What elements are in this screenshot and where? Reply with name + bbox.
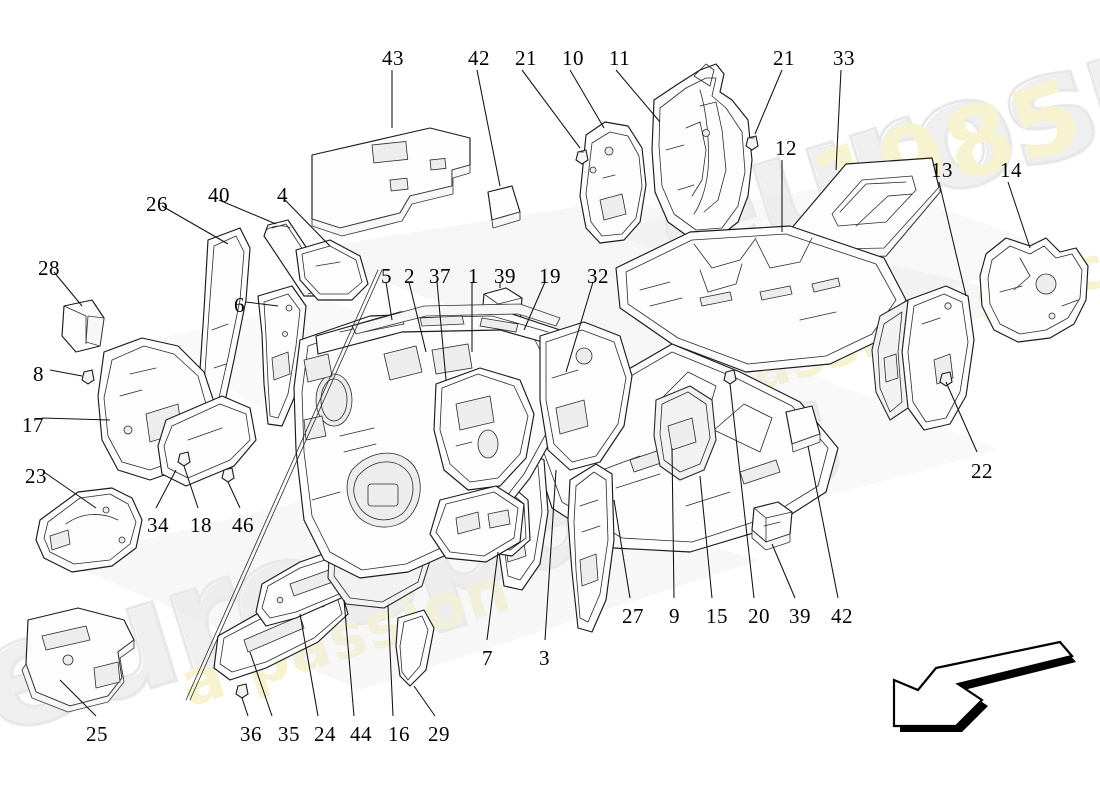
part-14-rear-wheelhouse xyxy=(979,237,1089,343)
leader-lines xyxy=(41,69,1031,717)
part-25-lower-left-mat xyxy=(21,607,135,713)
part-28-wedge-block-left xyxy=(61,299,105,353)
callout-10[interactable]: 10 xyxy=(562,46,584,70)
callout-14[interactable]: 14 xyxy=(1000,158,1022,182)
part-36-clip xyxy=(235,683,249,699)
part-12-center-floor-panel xyxy=(615,225,907,373)
part-5-guide-rod-edge xyxy=(189,269,383,701)
part-46-clip xyxy=(221,467,235,483)
callout-11[interactable]: 11 xyxy=(609,46,631,70)
callout-37[interactable]: 37 xyxy=(429,264,451,288)
part-13-pillar-pad xyxy=(901,285,975,431)
callout-15[interactable]: 15 xyxy=(706,604,728,628)
part-22-clip xyxy=(939,371,953,387)
part-21-clip-right xyxy=(745,135,759,151)
callout-4[interactable]: 4 xyxy=(277,183,288,207)
callout-24[interactable]: 24 xyxy=(314,722,336,746)
part-2-upper-plate xyxy=(351,303,561,335)
callout-40[interactable]: 40 xyxy=(208,183,230,207)
callout-19[interactable]: 19 xyxy=(539,264,561,288)
callout-20[interactable]: 20 xyxy=(748,604,770,628)
callout-17[interactable]: 17 xyxy=(22,413,44,437)
part-18-clip xyxy=(177,451,191,467)
callout-43[interactable]: 43 xyxy=(382,46,404,70)
part-4-side-pad xyxy=(295,239,369,301)
callout-21-left[interactable]: 21 xyxy=(515,46,537,70)
callout-27[interactable]: 27 xyxy=(622,604,644,628)
callout-18[interactable]: 18 xyxy=(190,513,212,537)
callout-9[interactable]: 9 xyxy=(669,604,680,628)
part-42-wedge-block-lower xyxy=(785,405,821,453)
callout-42-top[interactable]: 42 xyxy=(468,46,490,70)
callout-16[interactable]: 16 xyxy=(388,722,410,746)
part-39-clip-block-lower xyxy=(751,501,793,551)
part-8-clip xyxy=(81,369,95,385)
callout-46[interactable]: 46 xyxy=(232,513,254,537)
callout-44[interactable]: 44 xyxy=(350,722,372,746)
callout-21-right[interactable]: 21 xyxy=(773,46,795,70)
callout-29[interactable]: 29 xyxy=(428,722,450,746)
part-13-pillar-pad-inner xyxy=(871,299,909,421)
callout-32[interactable]: 32 xyxy=(587,264,609,288)
part-23-contoured-pad xyxy=(35,487,143,573)
callout-42-lower[interactable]: 42 xyxy=(831,604,853,628)
callout-6[interactable]: 6 xyxy=(234,293,245,317)
part-43-floor-panel xyxy=(311,127,471,237)
part-19-right-side-pad xyxy=(539,321,633,471)
callout-12[interactable]: 12 xyxy=(775,136,797,160)
direction-arrow xyxy=(892,640,1076,732)
callout-39-lower[interactable]: 39 xyxy=(789,604,811,628)
part-27-tall-narrow-pad xyxy=(567,463,615,633)
callout-23[interactable]: 23 xyxy=(25,464,47,488)
callout-25[interactable]: 25 xyxy=(86,722,108,746)
part-20-right-clip xyxy=(723,369,737,385)
callout-5[interactable]: 5 xyxy=(381,264,392,288)
callout-26[interactable]: 26 xyxy=(146,192,168,216)
callout-28[interactable]: 28 xyxy=(38,256,60,280)
part-15-right-bracket xyxy=(653,385,717,481)
callout-36[interactable]: 36 xyxy=(240,722,262,746)
part-5-guide-rod xyxy=(185,269,379,701)
part-10-wheelarch-pad xyxy=(579,121,647,244)
callout-34[interactable]: 34 xyxy=(147,513,169,537)
callout-13[interactable]: 13 xyxy=(931,158,953,182)
callout-1[interactable]: 1 xyxy=(468,264,479,288)
part-11-rear-inner-arch xyxy=(651,63,753,239)
callout-2[interactable]: 2 xyxy=(404,264,415,288)
part-29-small-strip xyxy=(395,609,435,687)
callout-22[interactable]: 22 xyxy=(971,459,993,483)
callout-3[interactable]: 3 xyxy=(539,646,550,670)
part-21-clip-left xyxy=(575,149,589,165)
callout-35[interactable]: 35 xyxy=(278,722,300,746)
callout-8[interactable]: 8 xyxy=(33,362,44,386)
callout-33[interactable]: 33 xyxy=(833,46,855,70)
callout-7[interactable]: 7 xyxy=(482,646,493,670)
callout-39-upper[interactable]: 39 xyxy=(494,264,516,288)
part-42-wedge-block-top xyxy=(487,185,521,229)
